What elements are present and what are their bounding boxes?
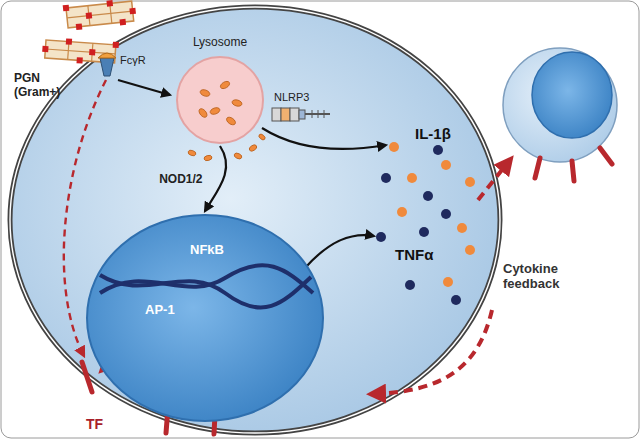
cytokine-label: TNFα	[395, 246, 433, 263]
node-text: AP-1	[145, 303, 175, 318]
dna-strand	[100, 265, 313, 293]
target-cell	[532, 52, 612, 138]
lysosome-outline	[175, 55, 265, 145]
peptidoglycan	[67, 11, 133, 18]
feedback-arrow	[372, 310, 492, 394]
lysosome-contents	[231, 99, 242, 107]
tnf-molecule	[405, 280, 415, 290]
peptidoglycan	[89, 49, 95, 55]
cytokine-label: IL-1β	[415, 125, 451, 142]
il1b-molecule	[397, 207, 407, 217]
peptidoglycan	[66, 1, 134, 28]
target-cell	[503, 48, 617, 162]
node-text: Lysosome	[193, 36, 247, 50]
receptor-label: FcγR	[120, 54, 146, 67]
lysosome-membrane	[177, 57, 263, 143]
feedback-arrow	[478, 160, 510, 200]
il1b-molecule	[407, 173, 417, 183]
tnf-molecule	[441, 209, 451, 219]
tissue-factor	[82, 362, 92, 392]
lysosome-node: Lysosome	[175, 55, 265, 145]
lysosome-contents	[219, 80, 231, 90]
lysosome-contents	[248, 144, 257, 152]
il1b-molecule	[389, 142, 399, 152]
receptor-symbol	[100, 58, 114, 76]
il1b-molecule	[443, 277, 453, 287]
tnf-molecule	[376, 232, 386, 242]
signal-arrow	[305, 235, 374, 268]
peptidoglycan	[66, 38, 72, 44]
signal-arrow	[262, 128, 386, 149]
process-label: Cytokine feedback	[503, 262, 581, 292]
tnf-molecule	[381, 173, 391, 183]
peptidoglycan	[63, 0, 137, 31]
lysosome-contents	[199, 88, 210, 97]
peptidoglycan	[129, 8, 136, 15]
tissue-factor	[82, 148, 612, 434]
signal-arrow	[205, 146, 226, 211]
protein-label: TF	[86, 416, 103, 432]
il1b-molecule	[465, 177, 475, 187]
inflammasome-icon	[272, 108, 330, 121]
organism-label: PGN (Gram+)	[14, 72, 70, 100]
lysosome-contents	[209, 106, 220, 115]
lysosome-contents	[187, 149, 196, 156]
macrophage-cell	[10, 7, 500, 433]
peptidoglycan	[76, 23, 83, 30]
tissue-factor	[572, 161, 574, 181]
lysosome-contents	[233, 152, 242, 160]
tnf-molecule	[376, 145, 461, 305]
inflammasome-label: NLRP3	[274, 91, 309, 104]
tissue-factor	[535, 158, 540, 178]
il1b-molecule	[465, 245, 475, 255]
tnf-molecule	[451, 295, 461, 305]
tnf-molecule	[423, 191, 433, 201]
il1b-molecule	[441, 160, 451, 170]
peptidoglycan	[76, 57, 82, 63]
receptor-symbol	[98, 53, 116, 58]
inflammasome-icon	[299, 110, 305, 119]
peptidoglycan	[42, 46, 48, 52]
il1b-molecule	[457, 223, 467, 233]
macrophage-cell	[10, 7, 500, 433]
tnf-molecule	[433, 145, 443, 155]
dna-strand	[100, 275, 311, 308]
peptidoglycan	[86, 12, 93, 19]
inflammasome-icon	[312, 110, 313, 118]
lysosome-contents	[203, 155, 212, 162]
peptidoglycan	[119, 19, 126, 26]
inflammasome-icon	[318, 110, 319, 118]
peptidoglycan	[113, 42, 119, 48]
inflammasome-icon	[324, 110, 325, 118]
peptidoglycan	[106, 0, 113, 7]
lysosome-contents	[197, 107, 208, 119]
nucleus-node: NFkB AP-1	[85, 213, 325, 423]
inflammasome-icon	[281, 108, 290, 121]
edge-label: NOD1/2	[159, 173, 202, 187]
peptidoglycan	[63, 5, 70, 12]
inflammasome-icon	[290, 108, 299, 121]
lysosome-contents	[258, 133, 266, 141]
nucleus-envelope	[87, 215, 323, 421]
lysosome-contents	[225, 116, 237, 127]
target-cell	[503, 48, 617, 162]
feedback-arrow	[372, 160, 510, 394]
receptor-symbol	[98, 53, 116, 76]
tnf-molecule	[419, 227, 429, 237]
tissue-factor	[600, 148, 612, 164]
macrophage-cell	[10, 7, 500, 433]
il1b-molecule	[389, 142, 475, 287]
signal-arrow	[118, 80, 170, 95]
node-text: NFkB	[190, 243, 224, 258]
inflammasome-icon	[272, 108, 281, 121]
